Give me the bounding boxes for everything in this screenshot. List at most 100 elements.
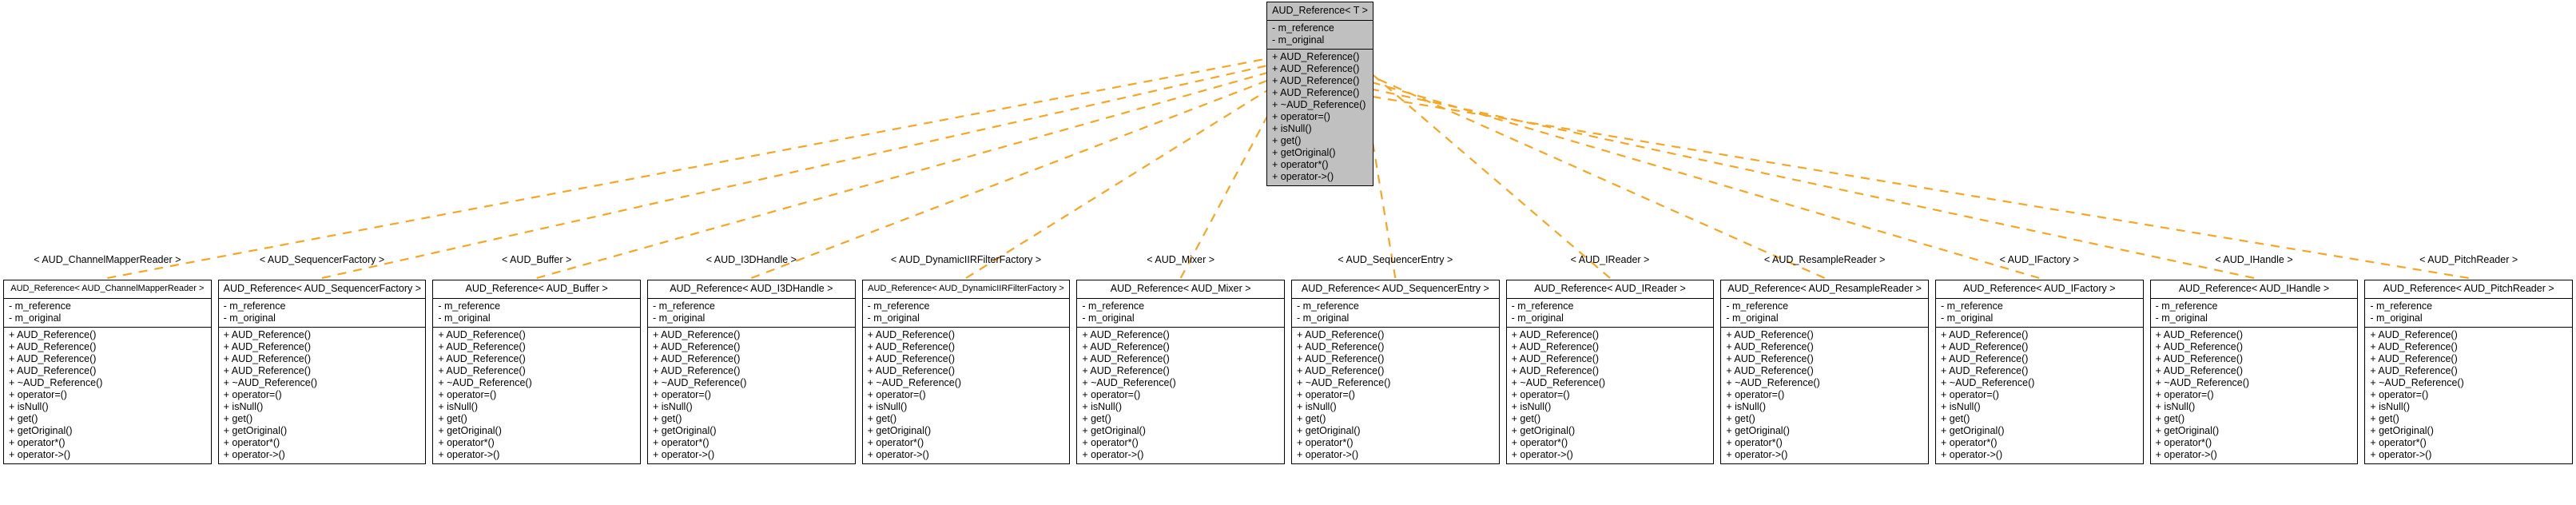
operation-row-3: + AUD_Reference() [9,365,97,376]
inheritance-edge [1358,85,2255,280]
operation-row-9: + operator*() [653,437,710,448]
operation-row-0: + AUD_Reference() [2155,329,2244,340]
class-operations: + AUD_Reference()+ AUD_Reference()+ AUD_… [1507,328,1714,463]
class-box-derived[interactable]: AUD_Reference< AUD_SequencerEntry >- m_r… [1291,280,1500,464]
class-box-derived[interactable]: AUD_Reference< AUD_ResampleReader >- m_r… [1720,280,1929,464]
class-box-derived[interactable]: AUD_Reference< AUD_IHandle >- m_referenc… [2149,280,2359,464]
class-title: AUD_Reference< AUD_I3DHandle > [648,280,855,299]
operation-row-3: + AUD_Reference() [438,365,526,376]
class-title: AUD_Reference< AUD_ResampleReader > [1721,280,1928,299]
operation-row-8: + getOriginal() [9,425,73,436]
operation-row-10: + operator->() [2370,449,2432,460]
class-box-derived[interactable]: AUD_Reference< AUD_I3DHandle >- m_refere… [647,280,856,464]
operation-row-10: + operator->() [223,449,285,460]
class-operations: + AUD_Reference()+ AUD_Reference()+ AUD_… [863,328,1070,463]
operation-row-5: + operator=() [1297,389,1355,400]
operation-row-3: + AUD_Reference() [1726,365,1814,376]
operation-row-6: + isNull() [1082,401,1122,412]
edge-label: < AUD_IReader > [1570,254,1650,265]
operation-row-1: + AUD_Reference() [438,341,526,352]
operation-row-2: + AUD_Reference() [867,353,956,364]
operation-row-10: + operator->() [1941,449,2003,460]
class-operations: + AUD_Reference()+ AUD_Reference()+ AUD_… [1721,328,1928,463]
class-box-root[interactable]: AUD_Reference< T > - m_reference- m_orig… [1266,2,1373,186]
operation-row-3: + AUD_Reference() [2155,365,2244,376]
operation-row-5: + operator=() [2155,389,2214,400]
operation-row-7: + get() [438,413,467,424]
operation-row-2: + AUD_Reference() [1297,353,1385,364]
class-box-derived[interactable]: AUD_Reference< AUD_SequencerFactory >- m… [217,280,427,464]
class-attributes: - m_reference- m_original [4,299,211,328]
operation-row-3: + AUD_Reference() [867,365,956,376]
class-box-derived[interactable]: AUD_Reference< AUD_ChannelMapperReader >… [3,280,212,464]
class-title: AUD_Reference< T > [1267,2,1373,21]
operation-row-4: + ~AUD_Reference() [9,377,103,388]
operation-row-2: + AUD_Reference() [1272,75,1360,86]
class-title: AUD_Reference< AUD_IFactory > [1936,280,2143,299]
class-box-derived[interactable]: AUD_Reference< AUD_DynamicIIRFilterFacto… [861,280,1071,464]
operation-row-7: + get() [1297,413,1326,424]
class-attributes: - m_reference- m_original [1936,299,2143,328]
attribute-row-1: - m_original [1941,312,1994,324]
class-attributes: - m_reference- m_original [862,299,1070,328]
inheritance-edge [536,67,1282,280]
attribute-row-0: - m_reference [2370,300,2433,312]
class-box-derived[interactable]: AUD_Reference< AUD_Buffer >- m_reference… [432,280,641,464]
operation-row-4: + ~AUD_Reference() [1726,377,1820,388]
class-box-derived[interactable]: AUD_Reference< AUD_PitchReader >- m_refe… [2364,280,2573,464]
operation-row-8: + getOriginal() [1297,425,1361,436]
attribute-row-0: - m_reference [1511,300,1574,312]
operation-row-6: + isNull() [1272,123,1312,134]
operation-row-6: + isNull() [867,401,908,412]
operation-row-3: + AUD_Reference() [223,365,312,376]
operation-row-9: + operator*() [1272,159,1329,170]
operation-row-10: + operator->() [1082,449,1144,460]
operation-row-8: + getOriginal() [1272,147,1336,158]
operation-row-7: + get() [2370,413,2399,424]
class-operations: + AUD_Reference()+ AUD_Reference()+ AUD_… [1267,50,1373,185]
operation-row-6: + isNull() [223,401,264,412]
class-box-derived[interactable]: AUD_Reference< AUD_IFactory >- m_referen… [1935,280,2144,464]
operation-row-9: + operator*() [2155,437,2212,448]
edge-label: < AUD_SequencerFactory > [259,254,385,265]
attribute-row-1: - m_original [1297,312,1350,324]
operation-row-4: + ~AUD_Reference() [1297,377,1391,388]
operation-row-5: + operator=() [2370,389,2429,400]
inheritance-edge [1358,69,1826,280]
edge-label: < AUD_ChannelMapperReader > [34,254,181,265]
operation-row-0: + AUD_Reference() [9,329,97,340]
operation-row-1: + AUD_Reference() [1511,341,1600,352]
operation-row-1: + AUD_Reference() [2370,341,2458,352]
operation-row-3: + AUD_Reference() [653,365,741,376]
operation-row-4: + ~AUD_Reference() [1272,99,1366,110]
operation-row-0: + AUD_Reference() [1726,329,1814,340]
operation-row-8: + getOriginal() [2370,425,2434,436]
edge-label: < AUD_I3DHandle > [706,254,797,265]
operation-row-3: + AUD_Reference() [1297,365,1385,376]
operation-row-1: + AUD_Reference() [653,341,741,352]
inheritance-edge [750,74,1282,280]
operation-row-10: + operator->() [1726,449,1788,460]
operation-row-6: + isNull() [1726,401,1766,412]
class-operations: + AUD_Reference()+ AUD_Reference()+ AUD_… [1077,328,1284,463]
operation-row-5: + operator=() [1511,389,1570,400]
edge-label: < AUD_Mixer > [1147,254,1215,265]
operation-row-6: + isNull() [1941,401,1981,412]
operation-row-2: + AUD_Reference() [438,353,526,364]
operation-row-5: + operator=() [867,389,926,400]
operation-row-1: + AUD_Reference() [1297,341,1385,352]
operation-row-4: + ~AUD_Reference() [223,377,318,388]
operation-row-4: + ~AUD_Reference() [653,377,747,388]
operation-row-2: + AUD_Reference() [1941,353,2029,364]
attribute-row-0: - m_reference [1082,300,1145,312]
operation-row-0: + AUD_Reference() [1272,51,1360,62]
operation-row-5: + operator=() [1272,111,1330,122]
operation-row-7: + get() [1082,413,1111,424]
class-title: AUD_Reference< AUD_IHandle > [2150,280,2358,299]
operation-row-6: + isNull() [1297,401,1337,412]
class-box-derived[interactable]: AUD_Reference< AUD_IReader >- m_referenc… [1505,280,1715,464]
operation-row-10: + operator->() [653,449,715,460]
class-box-derived[interactable]: AUD_Reference< AUD_Mixer >- m_reference-… [1076,280,1285,464]
operation-row-0: + AUD_Reference() [223,329,312,340]
